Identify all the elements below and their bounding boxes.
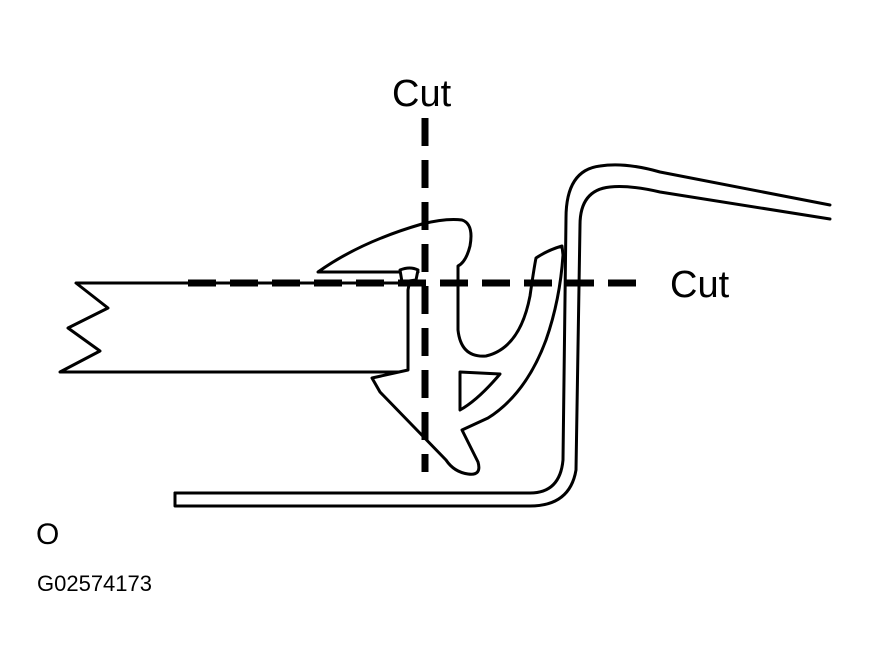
body-sheet-metal-flange (173, 163, 832, 508)
cut-label-vertical: Cut (392, 73, 452, 115)
rubber-weatherstrip-seal (316, 218, 565, 476)
figure-marker: O (36, 518, 60, 551)
glass-panel-break-line (58, 281, 414, 374)
figure-id: G02574173 (37, 571, 152, 596)
cut-label-horizontal: Cut (670, 264, 730, 306)
